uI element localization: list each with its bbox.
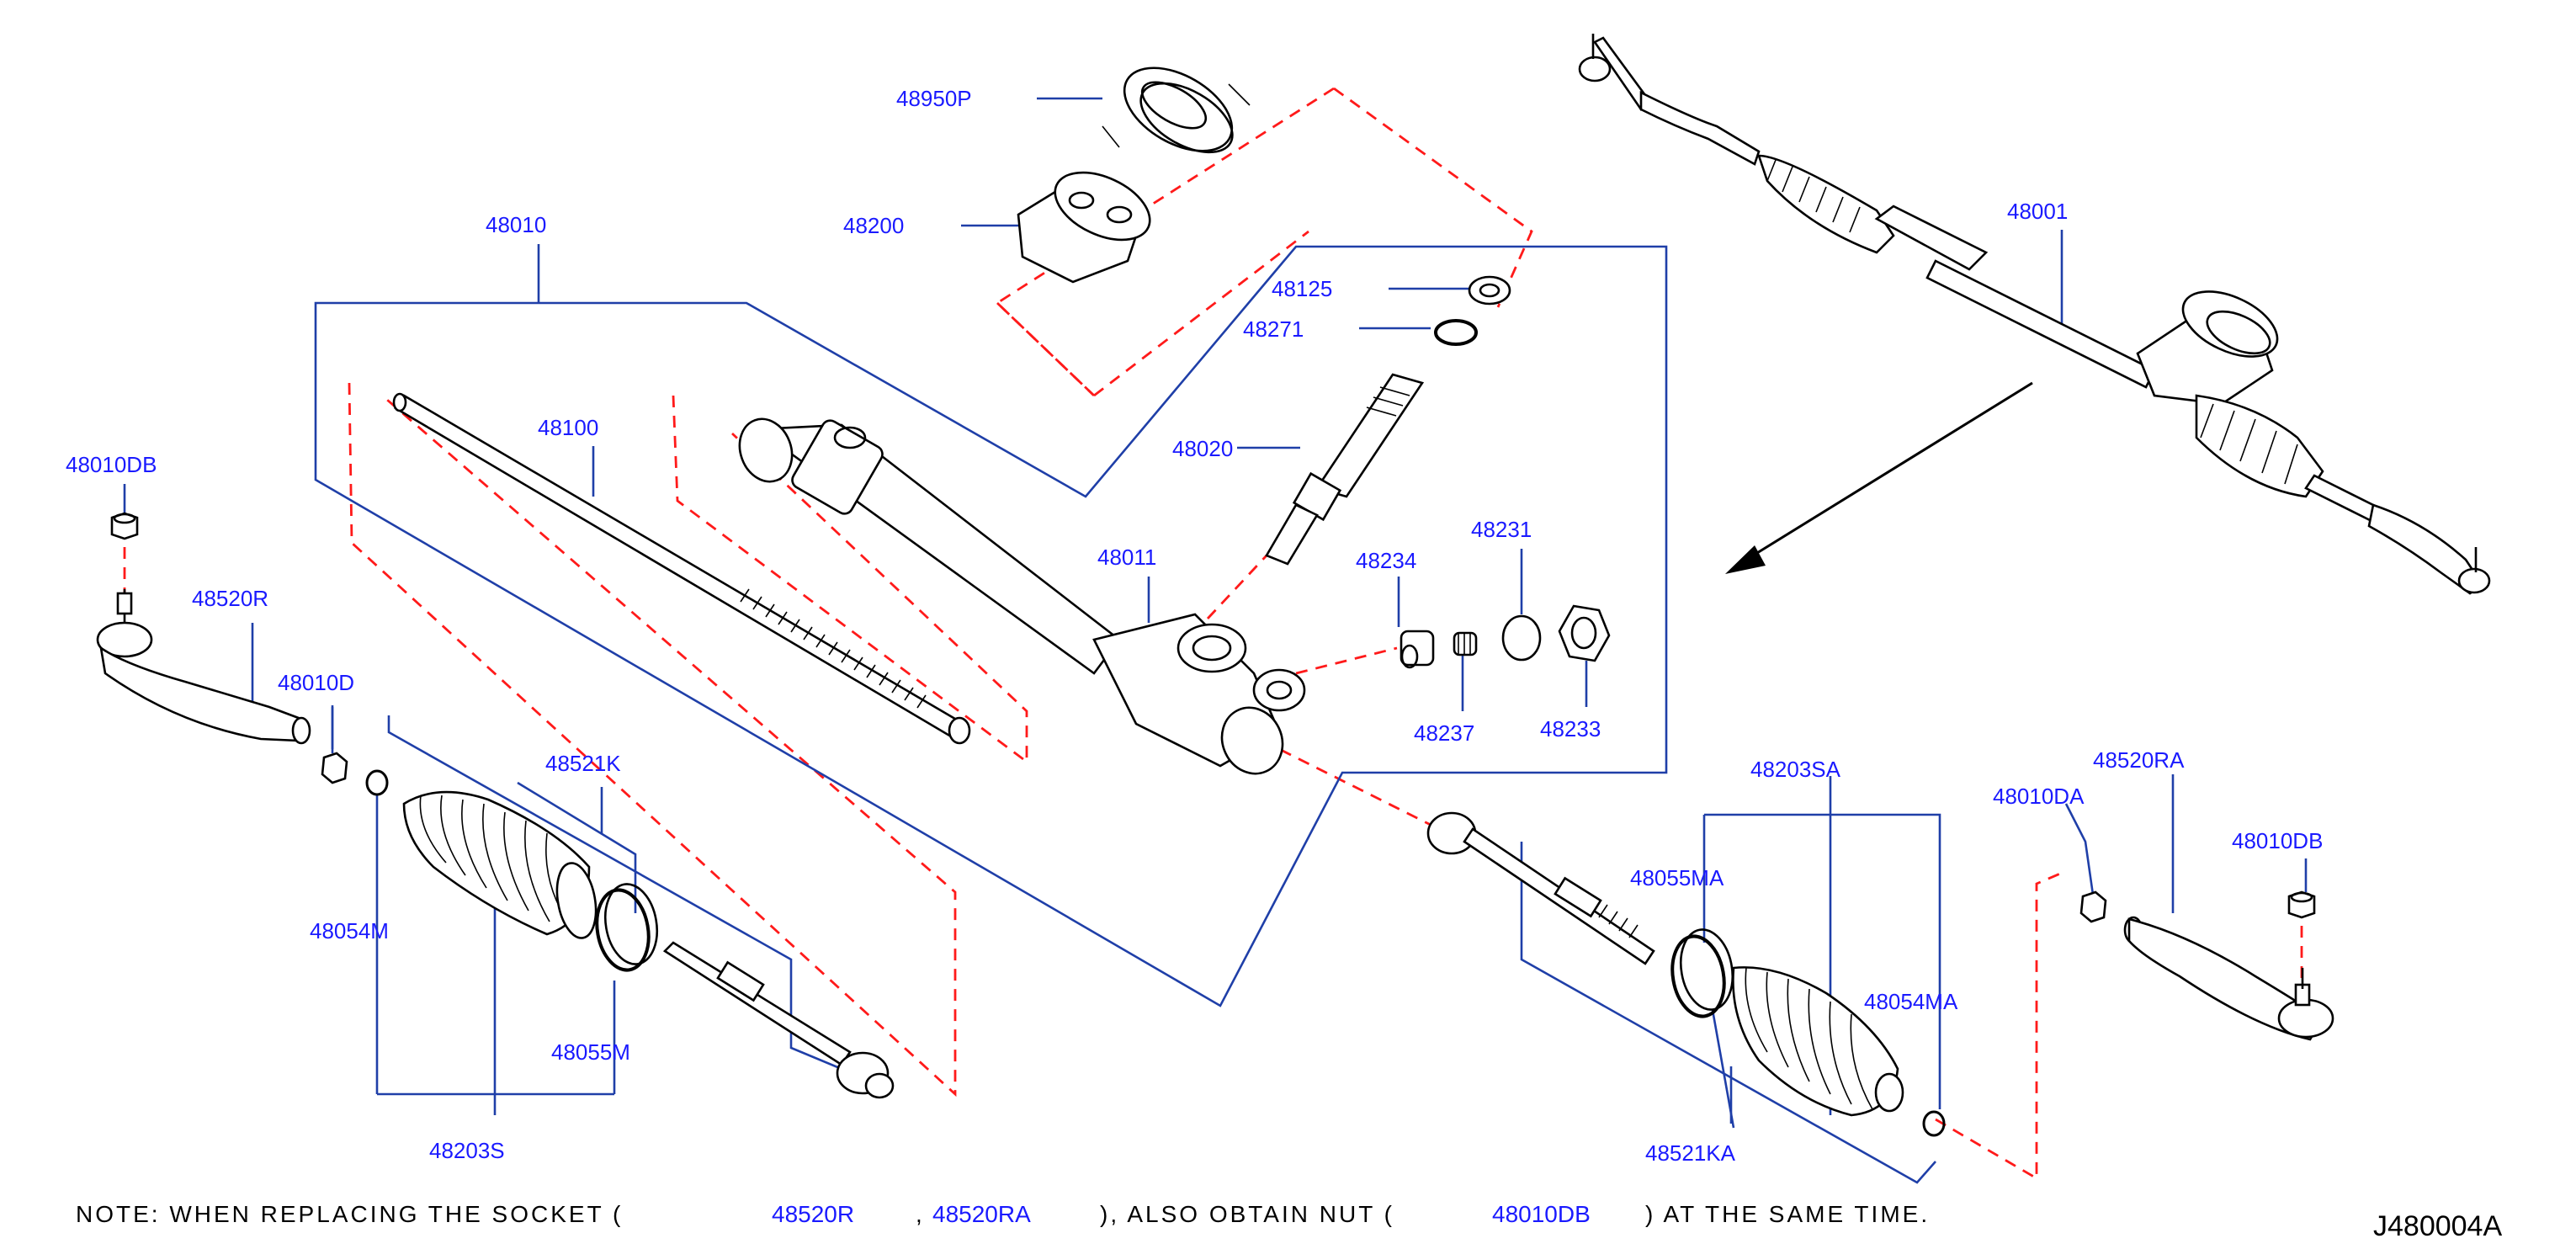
label-48200[interactable]: 48200 [843, 213, 904, 238]
part-48231-adjusting-screw [1501, 614, 1542, 662]
part-48011-housing [738, 417, 1306, 775]
label-48054M[interactable]: 48054M [310, 918, 389, 943]
label-48010DB-left[interactable]: 48010DB [66, 452, 157, 477]
part-48233-lock-nut [1558, 604, 1611, 662]
part-48237-spring [1453, 631, 1478, 656]
part-48520RA-outer-socket [2123, 916, 2334, 1041]
note-middle: ), ALSO OBTAIN NUT ( [1100, 1201, 1394, 1227]
label-48010DB-right[interactable]: 48010DB [2232, 828, 2323, 853]
part-48203SA-boot [1732, 966, 1904, 1117]
label-48203S[interactable]: 48203S [429, 1138, 505, 1163]
part-48520R-outer-socket [96, 589, 311, 745]
label-48125[interactable]: 48125 [1272, 276, 1332, 301]
part-48055M-band [595, 883, 658, 972]
part-48125-seal [1468, 275, 1511, 306]
part-48234-yoke [1400, 630, 1435, 669]
part-48010DB-nut-left [110, 512, 139, 540]
label-48520R[interactable]: 48520R [192, 586, 268, 611]
part-48271-snap-ring [1434, 319, 1478, 346]
part-48055MA-band [1670, 928, 1734, 1018]
part-48054MA-clamp [1922, 1110, 1946, 1137]
label-48233[interactable]: 48233 [1540, 716, 1601, 741]
part-48001-gear-assembly [1578, 34, 2491, 595]
note-suffix: ) AT THE SAME TIME. [1645, 1201, 1930, 1227]
label-48521KA[interactable]: 48521KA [1645, 1140, 1736, 1166]
label-48001[interactable]: 48001 [2007, 199, 2068, 224]
note-separator: , [916, 1201, 925, 1227]
label-48010DA[interactable]: 48010DA [1993, 784, 2085, 809]
label-48271[interactable]: 48271 [1243, 316, 1304, 342]
label-48237[interactable]: 48237 [1414, 720, 1474, 746]
part-48010DA-lock-nut [2079, 890, 2107, 923]
note-prefix: NOTE: WHEN REPLACING THE SOCKET ( [76, 1201, 623, 1227]
diagram-code: J480004A [2373, 1210, 2502, 1242]
part-48521K-inner-socket [662, 941, 895, 1099]
part-48100-rack [392, 392, 971, 745]
label-48203SA[interactable]: 48203SA [1750, 757, 1841, 782]
label-48055M[interactable]: 48055M [551, 1039, 630, 1065]
part-48950P-grommet [1102, 66, 1251, 154]
assembly-dashed-lines [123, 87, 2303, 1181]
label-48020[interactable]: 48020 [1172, 436, 1233, 461]
label-48055MA[interactable]: 48055MA [1630, 865, 1724, 890]
label-48054MA[interactable]: 48054MA [1864, 989, 1958, 1014]
label-48520RA[interactable]: 48520RA [2093, 747, 2185, 773]
part-48521KA-inner-socket [1426, 811, 1655, 965]
label-48010D[interactable]: 48010D [278, 670, 354, 695]
part-48054M-clamp [365, 769, 389, 796]
note-part-48010DB[interactable]: 48010DB [1492, 1201, 1591, 1227]
label-48231[interactable]: 48231 [1471, 517, 1532, 542]
part-48200-boot [1017, 171, 1151, 284]
label-48234[interactable]: 48234 [1356, 548, 1416, 573]
label-48521K[interactable]: 48521K [545, 751, 621, 776]
part-48020-pinion [1265, 373, 1425, 566]
label-48950P[interactable]: 48950P [896, 86, 972, 111]
part-labels: 48950P 48200 48010 48125 48271 48020 481… [66, 86, 2323, 1166]
label-48010[interactable]: 48010 [486, 212, 546, 237]
replacement-note: NOTE: WHEN REPLACING THE SOCKET ( 48520R… [76, 1201, 1930, 1227]
label-48011[interactable]: 48011 [1097, 545, 1156, 570]
note-part-48520RA[interactable]: 48520RA [932, 1201, 1031, 1227]
label-48100[interactable]: 48100 [538, 415, 598, 440]
note-part-48520R[interactable]: 48520R [772, 1201, 854, 1227]
part-48203S-boot [402, 790, 598, 939]
part-48010DB-nut-right [2287, 890, 2316, 919]
part-48010D-lock-nut [321, 752, 348, 784]
exploded-view-arrow [1725, 381, 2033, 574]
